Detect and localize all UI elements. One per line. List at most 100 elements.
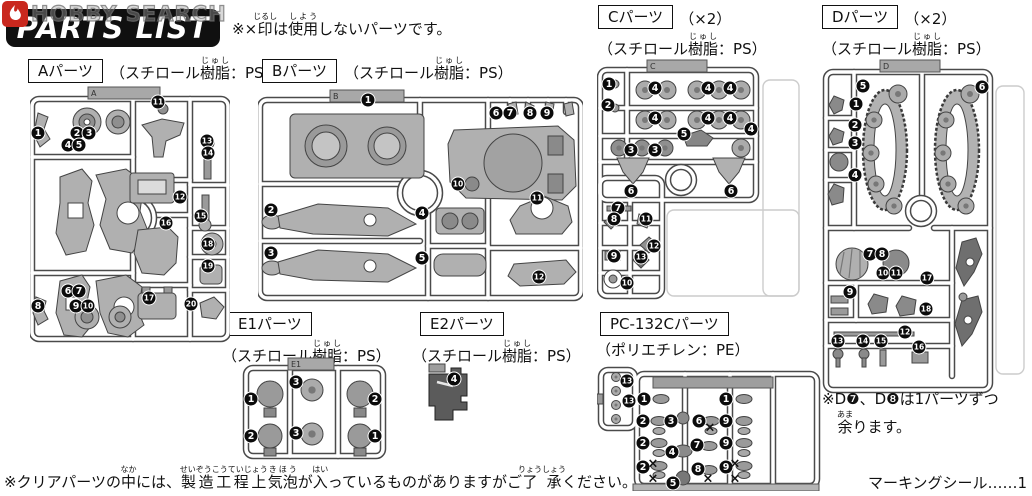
svg-text:1: 1 — [248, 394, 255, 405]
svg-text:1: 1 — [641, 394, 648, 405]
part-number-badge-e1-2 — [367, 391, 383, 407]
svg-text:9: 9 — [611, 251, 618, 262]
part-number-badge-c-10 — [619, 275, 635, 291]
svg-text:6: 6 — [979, 82, 986, 93]
part-number-badge-b-8 — [522, 105, 538, 121]
part-number-badge-c-6 — [723, 183, 739, 199]
svg-text:11: 11 — [153, 98, 163, 107]
part-number-badge-d-2 — [847, 117, 863, 133]
svg-text:2: 2 — [372, 394, 379, 405]
part-number-badge-c-13 — [633, 249, 649, 265]
part-number-badge-pc-1 — [718, 391, 734, 407]
svg-text:13: 13 — [202, 137, 212, 146]
part-number-badge-c-3 — [647, 142, 663, 158]
svg-text:13: 13 — [636, 253, 646, 262]
section-header-a: Aパーツ （スチロール樹脂じゅし：PS） — [28, 56, 279, 83]
svg-text:4: 4 — [419, 208, 426, 219]
section-label-d: Dパーツ — [822, 5, 899, 29]
svg-text:12: 12 — [900, 328, 910, 337]
svg-text:8: 8 — [35, 301, 42, 312]
part-number-badge-d-1 — [848, 96, 864, 112]
svg-text:D: D — [883, 62, 889, 71]
svg-text:2: 2 — [268, 205, 275, 216]
part-number-badge-d-15 — [873, 333, 889, 349]
svg-text:3: 3 — [293, 428, 300, 439]
part-number-badge-a-12 — [172, 189, 188, 205]
svg-text:6: 6 — [628, 186, 635, 197]
svg-text:2: 2 — [640, 438, 647, 449]
part-number-badge-a-3 — [81, 125, 97, 141]
part-number-badge-pc-13 — [619, 373, 635, 389]
svg-text:4: 4 — [65, 140, 72, 151]
section-header-e2: E2パーツ （スチロール樹脂じゅし：PS） — [412, 312, 581, 366]
d-leftover-note: ※D❼、D❽は1パーツずつ 余あまります。 — [822, 390, 999, 437]
part-number-badge-d-17 — [919, 270, 935, 286]
part-number-badge-pc-9 — [718, 459, 734, 475]
part-number-badge-c-12 — [646, 238, 662, 254]
section-label-e2: E2パーツ — [420, 312, 504, 336]
svg-text:16: 16 — [161, 219, 171, 228]
svg-text:3: 3 — [652, 145, 659, 156]
part-number-badge-pc-8 — [690, 461, 706, 477]
section-material-d: （スチロール樹脂じゅし：PS） — [822, 32, 991, 58]
svg-text:13: 13 — [622, 377, 632, 386]
svg-text:6: 6 — [696, 416, 703, 427]
part-number-badge-e1-3 — [288, 425, 304, 441]
section-label-e1: E1パーツ — [228, 312, 312, 336]
svg-text:1: 1 — [372, 431, 379, 442]
svg-text:10: 10 — [622, 279, 632, 288]
part-number-badge-d-14 — [855, 333, 871, 349]
part-number-badge-c-9 — [606, 248, 622, 264]
part-number-badge-c-4 — [647, 110, 663, 126]
svg-text:8: 8 — [879, 249, 886, 260]
unused-part-x-mark: × — [648, 472, 659, 487]
part-number-badge-e1-1 — [243, 391, 259, 407]
svg-text:18: 18 — [203, 240, 213, 249]
part-number-badge-b-12 — [531, 269, 547, 285]
section-header-b: Bパーツ （スチロール樹脂じゅし：PS） — [262, 56, 513, 83]
svg-text:C: C — [650, 62, 656, 71]
svg-text:12: 12 — [649, 242, 659, 251]
unused-part-x-mark: × — [703, 472, 714, 487]
part-number-badge-a-7 — [71, 283, 87, 299]
marking-seal-note: マーキングシール……1 — [868, 474, 1028, 492]
svg-text:3: 3 — [668, 416, 675, 427]
unused-part-x-mark: × — [730, 472, 741, 487]
svg-text:16: 16 — [914, 343, 924, 352]
part-number-badge-pc-9 — [718, 435, 734, 451]
svg-text:11: 11 — [532, 194, 542, 203]
svg-text:A: A — [91, 89, 97, 98]
section-header-c: Cパーツ （×2） （スチロール樹脂じゅし：PS） — [598, 5, 767, 59]
unused-part-x-mark: × — [730, 457, 741, 472]
svg-text:14: 14 — [858, 337, 868, 346]
part-number-badge-e2-4 — [446, 371, 462, 387]
part-number-badge-b-11 — [529, 190, 545, 206]
svg-text:4: 4 — [748, 124, 755, 135]
svg-text:13: 13 — [833, 337, 843, 346]
part-number-badge-pc-2 — [635, 459, 651, 475]
part-number-badge-b-7 — [502, 105, 518, 121]
parts-list-banner: PARTS LIST — [6, 9, 220, 47]
svg-text:3: 3 — [293, 377, 300, 388]
part-number-badge-pc-6 — [691, 413, 707, 429]
svg-text:4: 4 — [652, 113, 659, 124]
part-number-badge-b-4 — [414, 205, 430, 221]
section-header-d: Dパーツ （×2） （スチロール樹脂じゅし：PS） — [822, 5, 991, 59]
part-number-badge-a-16 — [158, 215, 174, 231]
part-number-badge-d-12 — [897, 324, 913, 340]
part-number-badge-d-8 — [874, 246, 890, 262]
part-number-badge-c-1 — [601, 76, 617, 92]
sprue-e2: 4 — [428, 363, 468, 421]
part-number-badge-e1-1 — [367, 428, 383, 444]
svg-text:19: 19 — [203, 262, 213, 271]
part-number-badge-d-6 — [974, 79, 990, 95]
part-number-badge-pc-3 — [663, 413, 679, 429]
page-title: PARTS LIST — [16, 11, 210, 45]
svg-text:1: 1 — [35, 128, 42, 139]
svg-text:6: 6 — [65, 286, 72, 297]
part-number-badge-a-19 — [200, 258, 216, 274]
svg-text:9: 9 — [73, 301, 80, 312]
